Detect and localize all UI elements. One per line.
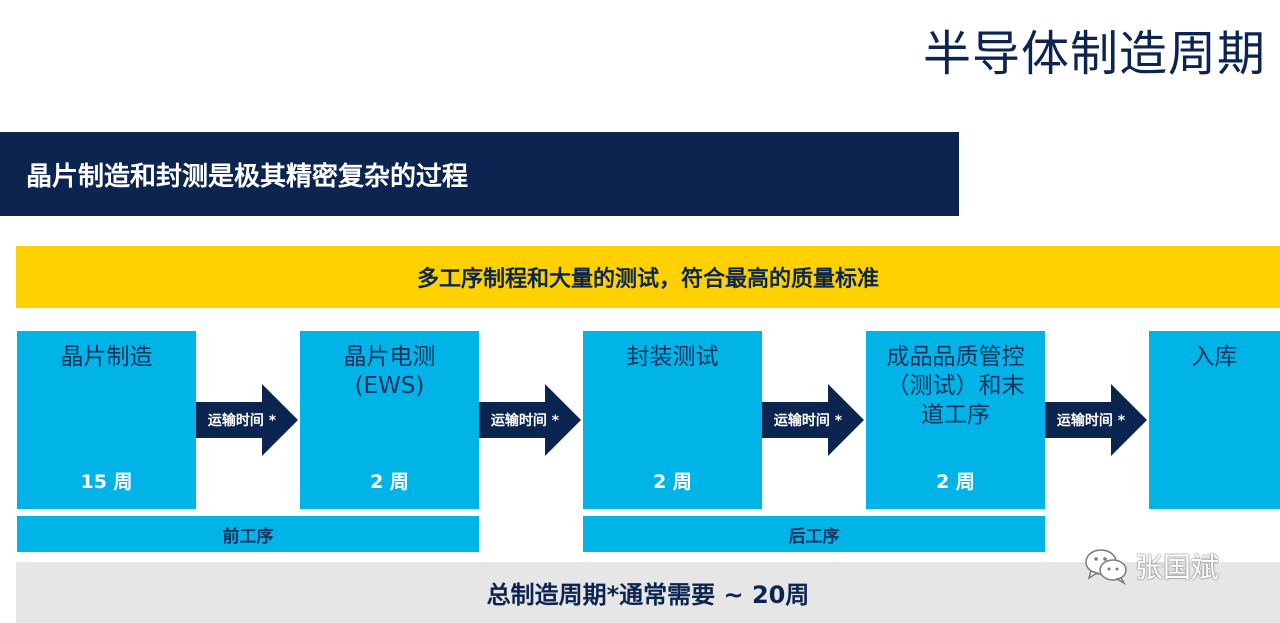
transit-arrow-3: 运输时间 *: [762, 384, 864, 456]
watermark: 张国斌: [1083, 544, 1219, 588]
step-name: 成品品质管控 （测试）和末 道工序: [886, 344, 1025, 428]
watermark-text: 张国斌: [1135, 551, 1220, 584]
step-duration: 2 周: [370, 471, 409, 493]
step-ews: 晶片电测 (EWS) 2 周: [300, 331, 479, 509]
step-warehouse: 入库: [1149, 331, 1280, 509]
arrow-right-icon: [762, 384, 864, 456]
transit-label: 运输时间 *: [773, 413, 843, 429]
transit-arrow-4: 运输时间 *: [1045, 384, 1147, 456]
total-cycle-bar: 总制造周期*通常需要 ~ 20周: [16, 562, 1280, 623]
step-duration: 2 周: [653, 471, 692, 493]
highlight-text: 多工序制程和大量的测试，符合最高的质量标准: [416, 267, 879, 292]
step-duration: 2 周: [936, 471, 975, 493]
transit-arrow-2: 运输时间 *: [479, 384, 581, 456]
transit-label: 运输时间 *: [207, 413, 277, 429]
phase-label: 后工序: [788, 526, 840, 547]
step-final-qc: 成品品质管控 （测试）和末 道工序 2 周: [866, 331, 1045, 509]
arrow-right-icon: [1045, 384, 1147, 456]
arrow-right-icon: [196, 384, 298, 456]
phase-label: 前工序: [222, 526, 274, 547]
phase-back-end: 后工序: [583, 516, 1045, 552]
slide-title: 半导体制造周期: [922, 26, 1266, 82]
quality-highlight-bar: 多工序制程和大量的测试，符合最高的质量标准: [16, 246, 1280, 308]
step-name: 封装测试: [626, 344, 719, 370]
wechat-icon: [1085, 549, 1127, 585]
step-name: 入库: [1191, 344, 1238, 370]
banner-text: 晶片制造和封测是极其精密复杂的过程: [26, 161, 469, 192]
step-name: 晶片制造: [60, 344, 153, 370]
step-wafer-fab: 晶片制造 15 周: [17, 331, 196, 509]
transit-label: 运输时间 *: [1056, 413, 1126, 429]
transit-arrow-1: 运输时间 *: [196, 384, 298, 456]
step-name: 晶片电测 (EWS): [343, 344, 436, 399]
phase-front-end: 前工序: [17, 516, 479, 552]
arrow-right-icon: [479, 384, 581, 456]
transit-label: 运输时间 *: [490, 413, 560, 429]
total-cycle-text: 总制造周期*通常需要 ~ 20周: [486, 581, 810, 609]
subtitle-banner: 晶片制造和封测是极其精密复杂的过程: [0, 132, 959, 216]
step-duration: 15 周: [80, 471, 133, 493]
step-assembly-test: 封装测试 2 周: [583, 331, 762, 509]
